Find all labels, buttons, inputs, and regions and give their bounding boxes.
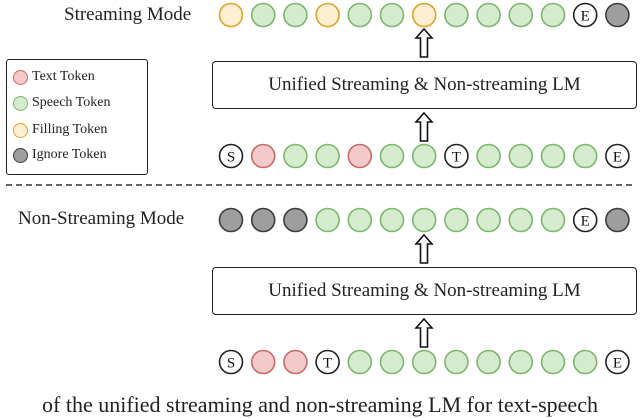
- non-streaming-input-speech-token-4: [347, 349, 373, 375]
- legend-item-filling: Filling Token: [13, 122, 107, 138]
- streaming-output-filling-token-0: [218, 2, 244, 28]
- streaming-output-filling-token-6: [411, 2, 437, 28]
- legend-label-ignore: Ignore Token: [32, 147, 107, 162]
- streaming-output-speech-token-5: [379, 2, 405, 28]
- non-streaming-output-token-letter-11: E: [581, 214, 590, 230]
- non-streaming-lm-label: Unified Streaming & Non-streaming LM: [268, 280, 581, 301]
- streaming-output-speech-token-10: [540, 2, 566, 28]
- streaming-input-token-letter-12: E: [613, 150, 622, 166]
- non-streaming-output-speech-token-9: [508, 207, 534, 233]
- legend-item-ignore: Ignore Token: [13, 147, 107, 163]
- non-streaming-output-speech-token-8: [476, 207, 501, 233]
- legend-label-filling: Filling Token: [32, 122, 108, 137]
- streaming-output-speech-token-4: [347, 2, 373, 28]
- filling-token-swatch: [13, 122, 28, 138]
- streaming-input-text-token-1: [250, 143, 276, 169]
- streaming-output-speech-token-9: [508, 2, 534, 28]
- non-streaming-output-speech-token-5: [379, 207, 405, 233]
- non-streaming-input-text-token-2: [283, 349, 308, 375]
- legend-label-text: Text Token: [32, 69, 95, 84]
- ignore-token-swatch: [13, 147, 28, 163]
- streaming-output-filling-token-3: [315, 2, 340, 28]
- token-legend: Text Token Speech Token Filling Token Ig…: [6, 59, 148, 175]
- streaming-lm-label: Unified Streaming & Non-streaming LM: [268, 74, 581, 95]
- non-streaming-input-speech-token-10: [540, 349, 566, 375]
- non-streaming-input-speech-token-5: [379, 349, 405, 375]
- streaming-output-token-E-11: E: [572, 2, 598, 28]
- non-streaming-input-token-letter-12: E: [613, 356, 622, 372]
- non-streaming-input-token-S-0: S: [218, 349, 244, 375]
- streaming-input-token-letter-0: S: [227, 150, 235, 166]
- non-streaming-output-token-E-11: E: [572, 207, 598, 233]
- streaming-input-text-token-4: [347, 143, 373, 169]
- streaming-input-speech-token-8: [476, 143, 501, 169]
- streaming-input-speech-token-3: [315, 143, 340, 169]
- non-streaming-input-token-E-12: E: [605, 349, 630, 375]
- non-streaming-output-speech-token-6: [411, 207, 437, 233]
- streaming-input-token-T-7: T: [444, 143, 469, 169]
- non-streaming-lm-box: Unified Streaming & Non-streaming LM: [212, 267, 637, 315]
- streaming-output-ignore-token-12: [605, 2, 630, 28]
- streaming-output-speech-token-8: [476, 2, 501, 28]
- streaming-output-speech-token-1: [250, 2, 276, 28]
- streaming-input-token-E-12: E: [605, 143, 630, 169]
- streaming-output-speech-token-7: [444, 2, 469, 28]
- non-streaming-output-arrow-icon: [414, 233, 434, 264]
- figure-caption-fragment: of the unified streaming and non-streami…: [42, 392, 598, 417]
- legend-item-speech: Speech Token: [13, 95, 110, 111]
- streaming-input-token-S-0: S: [218, 143, 244, 169]
- non-streaming-input-token-letter-0: S: [227, 356, 235, 372]
- speech-token-swatch: [13, 95, 28, 111]
- non-streaming-output-ignore-token-1: [250, 207, 276, 233]
- streaming-output-token-letter-11: E: [581, 9, 590, 25]
- non-streaming-input-speech-token-7: [444, 349, 469, 375]
- non-streaming-output-speech-token-10: [540, 207, 566, 233]
- streaming-input-speech-token-2: [283, 143, 308, 169]
- streaming-mode-label: Streaming Mode: [64, 4, 192, 25]
- non-streaming-output-ignore-token-2: [283, 207, 308, 233]
- non-streaming-input-speech-token-11: [572, 349, 598, 375]
- streaming-input-token-letter-7: T: [452, 150, 461, 166]
- non-streaming-input-token-T-3: T: [315, 349, 340, 375]
- non-streaming-input-speech-token-8: [476, 349, 501, 375]
- non-streaming-input-speech-token-6: [411, 349, 437, 375]
- streaming-output-arrow-icon: [414, 27, 434, 58]
- streaming-input-arrow-icon: [414, 111, 434, 142]
- non-streaming-output-ignore-token-0: [218, 207, 244, 233]
- streaming-input-speech-token-5: [379, 143, 405, 169]
- non-streaming-mode-label: Non-Streaming Mode: [18, 208, 185, 229]
- non-streaming-input-text-token-1: [250, 349, 276, 375]
- non-streaming-output-speech-token-7: [444, 207, 469, 233]
- diagram-canvas: E S T E E S T E: [6, 2, 634, 375]
- non-streaming-output-speech-token-3: [315, 207, 340, 233]
- streaming-lm-box: Unified Streaming & Non-streaming LM: [212, 61, 637, 109]
- streaming-input-speech-token-10: [540, 143, 566, 169]
- legend-label-speech: Speech Token: [32, 95, 111, 110]
- streaming-input-speech-token-9: [508, 143, 534, 169]
- non-streaming-output-speech-token-4: [347, 207, 373, 233]
- non-streaming-output-ignore-token-12: [605, 207, 630, 233]
- text-token-swatch: [13, 69, 28, 85]
- non-streaming-input-speech-token-9: [508, 349, 534, 375]
- streaming-input-speech-token-6: [411, 143, 437, 169]
- streaming-output-speech-token-2: [283, 2, 308, 28]
- streaming-input-speech-token-11: [572, 143, 598, 169]
- legend-item-text: Text Token: [13, 69, 95, 85]
- non-streaming-input-arrow-icon: [414, 317, 434, 348]
- non-streaming-input-token-letter-3: T: [323, 356, 332, 372]
